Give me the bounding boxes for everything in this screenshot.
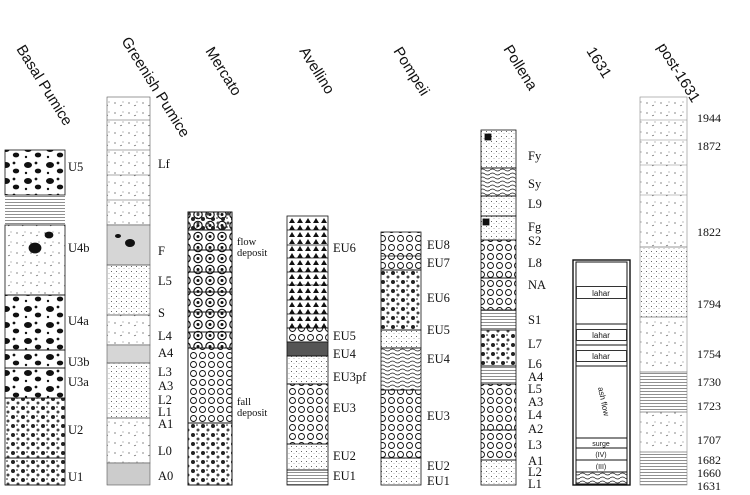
label-fy: Fy — [528, 149, 542, 163]
note-flow-deposit: flow deposit — [237, 237, 268, 260]
label-a4: A4 — [158, 346, 174, 360]
note-fall-deposit: fall deposit — [237, 397, 268, 420]
label-pompeii-eu1: EU1 — [427, 474, 450, 488]
column-pollena — [480, 129, 517, 486]
label-pollena-l4: L4 — [528, 408, 542, 422]
year-1631: 1631 — [697, 479, 721, 493]
label-avellino-eu3pf: EU3pf — [333, 370, 367, 384]
label-l8: L8 — [528, 256, 542, 270]
year-1754: 1754 — [697, 347, 721, 361]
label-pollena-a2: A2 — [528, 422, 544, 436]
label-f: F — [158, 244, 165, 258]
surge-label: surge — [592, 441, 610, 448]
column-mercato — [187, 211, 233, 486]
year-1682: 1682 — [697, 453, 721, 467]
year-1872: 1872 — [697, 139, 721, 153]
label-sy: Sy — [528, 177, 542, 191]
year-1822: 1822 — [697, 225, 721, 239]
label-avellino-eu2: EU2 — [333, 449, 356, 463]
label-avellino-eu5: EU5 — [333, 329, 356, 343]
column-greenish-pumice — [106, 96, 151, 486]
label-u3b: U3b — [68, 355, 90, 369]
year-1723: 1723 — [697, 399, 721, 413]
column-post-1631 — [639, 96, 688, 486]
label-avellino-eu6: EU6 — [333, 241, 356, 255]
year-1794: 1794 — [697, 297, 721, 311]
label-u5: U5 — [68, 160, 84, 174]
label-l1: L1 — [158, 405, 172, 419]
label-lf: Lf — [158, 157, 170, 171]
lahar-label-3: lahar — [592, 352, 610, 361]
label-l9: L9 — [528, 197, 542, 211]
label-l4: L4 — [158, 329, 172, 343]
label-a1: A1 — [158, 417, 174, 431]
year-1707: 1707 — [697, 433, 721, 447]
label-pollena-l1: L1 — [528, 477, 542, 491]
label-pompeii-eu7: EU7 — [427, 256, 450, 270]
column-pompeii — [380, 231, 422, 486]
label-avellino-eu3: EU3 — [333, 401, 356, 415]
year-1660: 1660 — [697, 466, 721, 480]
label-s: S — [158, 306, 165, 320]
label-u2: U2 — [68, 423, 84, 437]
label-l7: L7 — [528, 337, 542, 351]
label-a3: A3 — [158, 379, 174, 393]
label-u1: U1 — [68, 470, 84, 484]
label-pompeii-eu6: EU6 — [427, 291, 450, 305]
label-pollena-a4: A4 — [528, 370, 544, 384]
label-s2: S2 — [528, 234, 542, 248]
label-pompeii-eu4: EU4 — [427, 352, 450, 366]
label-l5: L5 — [158, 274, 172, 288]
label-pompeii-eu8: EU8 — [427, 238, 450, 252]
label-a0: A0 — [158, 469, 174, 483]
label-s1: S1 — [528, 313, 542, 327]
label-pompeii-eu3: EU3 — [427, 409, 450, 423]
label-pollena-l5: L5 — [528, 382, 542, 396]
label-u4b: U4b — [68, 241, 90, 255]
lahar-label-1: lahar — [592, 289, 610, 298]
label-pompeii-eu5: EU5 — [427, 323, 450, 337]
label-pollena-a3: A3 — [528, 395, 544, 409]
label-pompeii-eu2: EU2 — [427, 459, 450, 473]
column-avellino — [286, 215, 329, 486]
label-pollena-l3: L3 — [528, 438, 542, 452]
label-fg: Fg — [528, 220, 542, 234]
label-pollena-l2: L2 — [528, 465, 542, 479]
label-l0: L0 — [158, 444, 172, 458]
lahar-label-2: lahar — [592, 331, 610, 340]
year-1944: 1944 — [697, 111, 721, 125]
label-u4a: U4a — [68, 314, 89, 328]
label-avellino-eu1: EU1 — [333, 469, 356, 483]
label-u3a: U3a — [68, 375, 89, 389]
label-na: NA — [528, 278, 547, 292]
label-l3: L3 — [158, 365, 172, 379]
label-avellino-eu4: EU4 — [333, 347, 356, 361]
column-1631 — [572, 259, 631, 486]
label-l2: L2 — [158, 393, 172, 407]
year-1730: 1730 — [697, 375, 721, 389]
unit-iii-label: (III) — [596, 464, 607, 471]
label-pollena-a1: A1 — [528, 454, 544, 468]
unit-iv-label: (IV) — [595, 452, 606, 459]
label-l6: L6 — [528, 357, 542, 371]
column-basal-pumice — [4, 149, 66, 486]
